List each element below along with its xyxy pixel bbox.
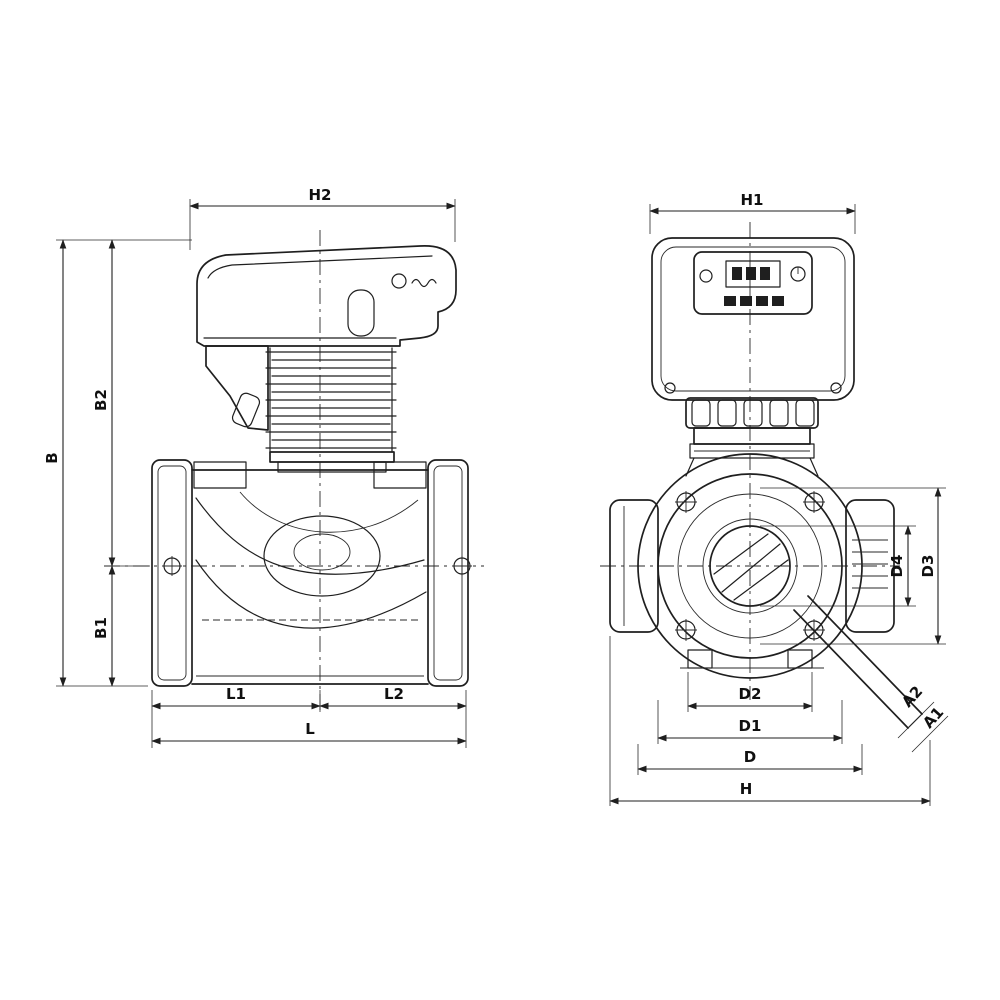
box-screw-left	[664, 382, 676, 394]
terminal-box	[205, 345, 269, 431]
cable-glands	[685, 397, 819, 429]
display-bezel	[693, 251, 813, 315]
dim-label-h2: H2	[309, 186, 332, 204]
housing-outer-circle	[637, 453, 863, 679]
pump-body-side	[151, 459, 472, 687]
volute-curve-lower	[195, 559, 427, 629]
status-led-icon	[699, 269, 713, 283]
diagonal-handle	[793, 595, 949, 753]
pump-housing-front	[609, 453, 895, 679]
display-screen	[725, 260, 781, 288]
side-view	[104, 230, 484, 712]
logo-wave-icon	[411, 278, 437, 288]
front-view	[600, 222, 949, 753]
volute-curve-upper	[195, 497, 425, 575]
dim-label-d1: D1	[739, 717, 762, 735]
dim-label-d4: D4	[888, 555, 906, 578]
dim-label-d3: D3	[919, 555, 937, 578]
dim-b-group: B B2 B1	[43, 239, 192, 687]
dim-label-b1: B1	[92, 617, 110, 639]
button-1	[724, 296, 736, 306]
dim-label-h1: H1	[741, 191, 764, 209]
flange-bolt-holes	[675, 491, 825, 641]
dim-l-group: L1 L2 L	[151, 685, 467, 748]
neck-clamp	[685, 427, 819, 477]
bore-slash-1	[721, 543, 781, 593]
pipe-flange-left-front	[609, 499, 659, 633]
dim-label-b2: B2	[92, 389, 110, 411]
dim-label-h: H	[740, 780, 753, 798]
pipe-flange-right-side	[427, 459, 469, 687]
volute-center	[263, 515, 381, 597]
dim-label-l2: L2	[384, 685, 404, 703]
flange-bolt-left	[162, 556, 182, 576]
control-panel	[693, 251, 813, 315]
dim-label-l: L	[305, 720, 315, 738]
cable-gland-side	[231, 392, 261, 428]
pipe-flange-left-side	[151, 459, 193, 687]
clamp-ring-side	[269, 451, 395, 463]
bore-slash-3	[733, 559, 789, 601]
dim-d4-d3-group: D4 D3	[760, 487, 946, 645]
control-box	[651, 237, 855, 401]
dim-label-d2: D2	[739, 685, 762, 703]
dim-label-l1: L1	[226, 685, 246, 703]
bore-slash-2	[713, 533, 769, 575]
motor-head	[196, 245, 457, 347]
pipe-flange-right-front	[845, 499, 895, 633]
dim-label-a2: A2	[898, 682, 926, 710]
dim-d-group: D2 D1 D H	[609, 636, 931, 806]
box-screw-right	[830, 382, 842, 394]
dim-h2: H2	[189, 186, 456, 250]
button-2	[740, 296, 752, 306]
button-3	[756, 296, 768, 306]
dim-label-b: B	[43, 452, 61, 463]
motor-grip	[347, 289, 375, 337]
dim-h1: H1	[649, 191, 856, 234]
flange-bolt-right	[452, 556, 472, 576]
button-4	[772, 296, 784, 306]
fin-stack	[265, 347, 397, 473]
bore-circle	[709, 525, 791, 607]
dim-label-d: D	[744, 748, 756, 766]
dim-label-a1: A1	[919, 703, 947, 731]
logo-mark-icon	[391, 273, 407, 289]
